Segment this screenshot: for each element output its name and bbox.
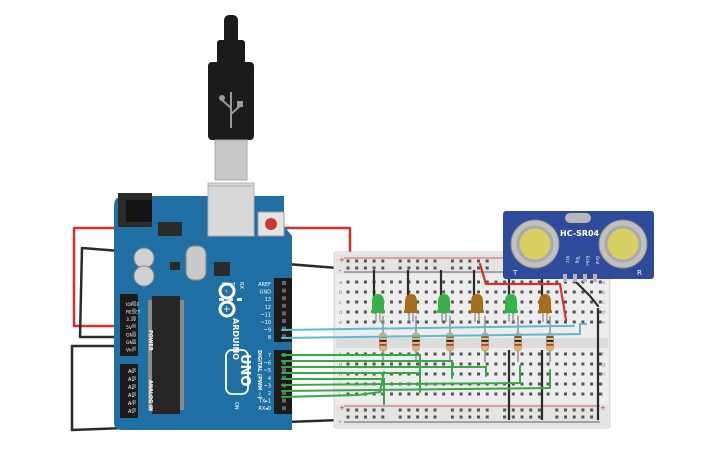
- sensor-pin-label: Gnd: [595, 256, 600, 265]
- digital-header-bottom: [274, 350, 292, 414]
- pin-label: ~11: [260, 312, 271, 318]
- row-letter: c: [339, 300, 342, 306]
- pin-label: RX◂0: [258, 406, 271, 412]
- green-wires: [281, 354, 551, 405]
- power-pin-label: Vin: [126, 348, 133, 354]
- row-letter: a: [602, 280, 605, 286]
- resistor: [446, 316, 454, 362]
- sensor-model-label: HC-SR04: [560, 229, 600, 238]
- cyan-wires: [281, 323, 587, 339]
- row-letter: a: [339, 280, 342, 286]
- resistor: [546, 316, 554, 362]
- usb-port: [207, 185, 255, 237]
- analog-pin-label: A3: [128, 393, 135, 399]
- row-letter: e: [339, 320, 342, 326]
- pin-label: GND: [260, 290, 272, 296]
- analog-pin-label: A2: [128, 385, 135, 391]
- row-letter: g: [339, 362, 342, 368]
- rail-plus-bottom-right: +: [600, 404, 606, 412]
- model-label: UNO: [237, 354, 252, 387]
- rail-plus-top: +: [339, 256, 345, 264]
- row-letter: b: [339, 290, 342, 296]
- pin-label: 13: [265, 297, 271, 303]
- pin-label: TX▸1: [258, 399, 271, 405]
- sensor-pin-label: Vcc: [565, 256, 570, 263]
- power-pin-label: GND: [126, 340, 137, 346]
- row-letter: f: [602, 352, 604, 358]
- pin-label: 12: [265, 305, 271, 311]
- power-pin-label: 3.3V: [126, 317, 137, 323]
- led-orange: [470, 294, 484, 322]
- pin-label: ~10: [260, 320, 271, 326]
- pin-label: AREF: [258, 282, 271, 288]
- row-letter: d: [339, 310, 342, 316]
- pin-label: 2: [268, 391, 271, 397]
- row-letter: j: [601, 392, 603, 398]
- board-led-label: L: [220, 282, 226, 285]
- rail-plus-bottom: +: [339, 404, 345, 412]
- pin-label: ~6: [264, 361, 271, 367]
- usb-icon: [219, 92, 243, 128]
- board-led-label: RX: [238, 282, 244, 289]
- board-logo: - +: [218, 282, 236, 318]
- rail-minus-top: -: [339, 267, 342, 275]
- resistor: [514, 316, 522, 362]
- analog-pin-label: A1: [128, 377, 135, 383]
- analog-pin-label: A4: [128, 401, 135, 407]
- row-letter: c: [602, 300, 605, 306]
- pin-label: ~5: [264, 368, 271, 374]
- resistor: [481, 316, 489, 362]
- board-led-label: TX: [229, 281, 235, 289]
- sensor-right-letter: R: [637, 269, 642, 277]
- led-green: [437, 294, 451, 322]
- power-pin-label: GND: [126, 332, 137, 338]
- analog-pin-label: A0: [128, 369, 135, 375]
- sensor-pin-label: Echo: [585, 256, 590, 266]
- led-orange: [538, 294, 552, 322]
- atmega-chip: [152, 296, 180, 414]
- led-green: [371, 294, 385, 322]
- sensor-left-letter: T: [512, 269, 518, 277]
- svg-text:+: +: [221, 305, 231, 313]
- digital-section-label: DIGITAL (PWM ~): [256, 350, 262, 398]
- on-label: ON: [233, 402, 239, 410]
- rail-minus-bottom: -: [339, 418, 342, 426]
- sensor-pin-label: Trig: [575, 255, 580, 264]
- pin-label: 8: [268, 335, 271, 341]
- brand-label: ARDUINO: [231, 318, 240, 360]
- row-letter: b: [602, 290, 605, 296]
- row-letter: g: [602, 362, 605, 368]
- pin-label: 4: [268, 376, 271, 382]
- leds: [371, 294, 552, 322]
- row-letter: i: [602, 382, 603, 388]
- power-section-label: POWER: [147, 330, 153, 351]
- row-letter: h: [339, 372, 342, 378]
- pin-label: ~3: [264, 383, 271, 389]
- digital-header-top: [274, 278, 292, 342]
- led-green: [504, 294, 518, 322]
- row-letter: h: [602, 372, 605, 378]
- analog-pin-label: A5: [128, 409, 135, 415]
- analog-section-label: ANALOG IN: [147, 380, 153, 411]
- row-letter: e: [602, 320, 605, 326]
- led-orange: [404, 294, 418, 322]
- ultrasonic-sensor: HC-SR04 T R Vcc Trig Echo Gnd: [503, 211, 654, 282]
- pin-labels: AREFGND1312~11~10~987~6~54~32TX▸1RX◂0IOR…: [126, 281, 286, 415]
- pin-label: ~9: [264, 328, 271, 334]
- svg-text:-: -: [221, 289, 231, 292]
- row-letter: d: [602, 310, 605, 316]
- pin-label: 7: [268, 353, 271, 359]
- sensor-pins: Vcc Trig Echo Gnd: [563, 255, 600, 282]
- power-pin-label: 5V: [126, 325, 133, 331]
